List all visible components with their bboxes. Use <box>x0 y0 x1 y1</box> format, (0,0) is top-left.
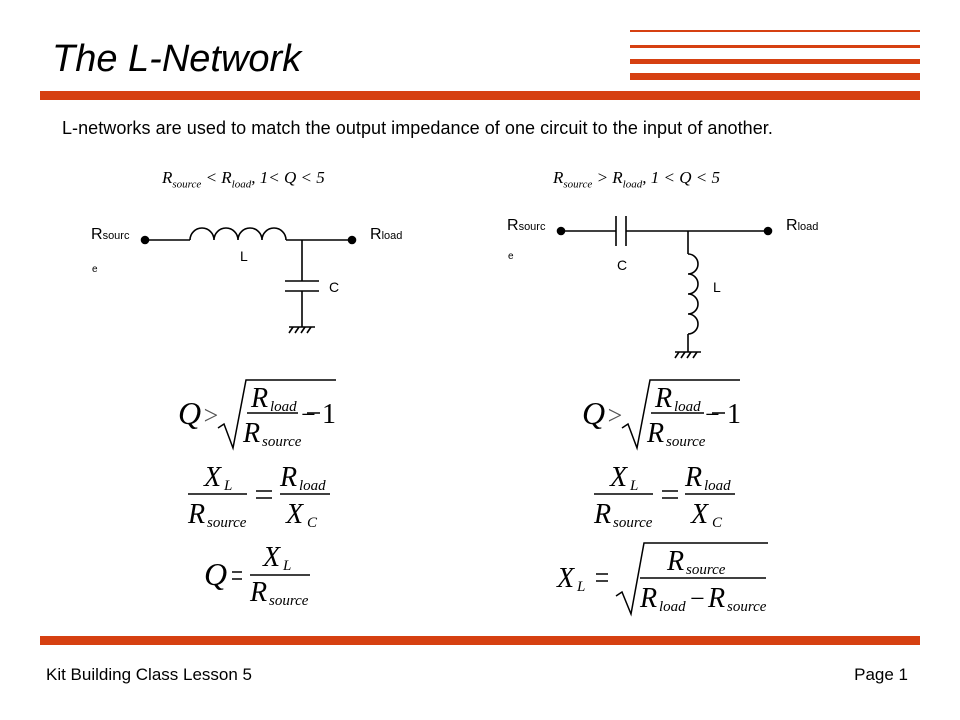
right-inductor <box>687 253 699 335</box>
decor-stripe <box>630 59 920 64</box>
right-eq-ratio <box>594 490 735 499</box>
svg-text:source: source <box>269 593 309 609</box>
right-eq-q-sqrt <box>621 379 740 451</box>
svg-text:e: e <box>508 251 514 262</box>
svg-text:load: load <box>270 399 297 415</box>
svg-text:1: 1 <box>322 399 336 430</box>
svg-text:−: − <box>705 400 720 429</box>
svg-text:X: X <box>609 462 628 493</box>
svg-text:R: R <box>684 462 702 493</box>
decor-stripe <box>630 30 920 32</box>
left-circuit <box>140 227 357 334</box>
right-eq-ratio-text: X L R source R load X C <box>593 462 731 531</box>
left-ground-icon <box>288 326 315 334</box>
svg-text:R: R <box>242 418 260 449</box>
svg-text:L: L <box>629 478 638 494</box>
slide-title: The L-Network <box>52 38 302 80</box>
svg-text:source: source <box>262 434 302 450</box>
footer-lesson: Kit Building Class Lesson 5 <box>46 665 253 684</box>
right-source-label: Rsourc <box>507 217 546 234</box>
footer-page-number: Page 1 <box>854 665 908 684</box>
svg-text:R: R <box>279 462 297 493</box>
footer-rule <box>40 636 920 645</box>
svg-text:−: − <box>301 400 316 429</box>
left-eq-q-def <box>232 571 310 580</box>
svg-text:load: load <box>299 478 326 494</box>
right-condition: Rsource > Rload, 1 < Q < 5 <box>553 168 720 191</box>
svg-text:R: R <box>646 418 664 449</box>
right-ground-icon <box>674 351 701 359</box>
svg-text:>: > <box>202 401 220 430</box>
left-source-label: Rsourc <box>91 226 130 243</box>
svg-text:−: − <box>690 584 705 613</box>
svg-text:X: X <box>262 542 281 573</box>
svg-text:Q: Q <box>582 395 605 431</box>
svg-text:Q: Q <box>178 395 201 431</box>
left-inductor <box>189 227 287 241</box>
right-load-label: Rload <box>786 217 818 234</box>
svg-text:R: R <box>666 546 684 577</box>
left-eq-q-sqrt-text: Q > R load R source 1 <box>178 383 336 450</box>
svg-text:source: source <box>666 434 706 450</box>
svg-text:X: X <box>203 462 222 493</box>
svg-text:e: e <box>92 264 98 275</box>
svg-text:source: source <box>686 562 726 578</box>
svg-text:R: R <box>187 499 205 530</box>
svg-text:R: R <box>707 583 725 614</box>
decor-stripe <box>630 73 920 80</box>
left-load-terminal <box>347 235 357 245</box>
left-eq-q-sqrt <box>217 379 336 451</box>
svg-text:R: R <box>639 583 657 614</box>
svg-text:load: load <box>704 478 731 494</box>
svg-text:source: source <box>613 515 653 531</box>
svg-text:L: L <box>282 558 291 574</box>
right-eq-xl <box>596 542 768 617</box>
left-capacitor-label: C <box>329 279 339 295</box>
right-capacitor-label: C <box>617 257 627 273</box>
svg-text:R: R <box>249 577 267 608</box>
svg-text:L: L <box>576 579 585 595</box>
svg-text:X: X <box>690 499 709 530</box>
svg-text:Q: Q <box>204 556 227 592</box>
svg-text:R: R <box>593 499 611 530</box>
right-inductor-label: L <box>713 279 721 295</box>
svg-text:load: load <box>674 399 701 415</box>
svg-text:>: > <box>606 401 624 430</box>
right-eq-xl-text: X L R source R load − R source <box>556 546 767 615</box>
right-eq-q-sqrt-text: Q > R load R source 1 <box>582 383 741 450</box>
svg-text:1: 1 <box>727 399 741 430</box>
header-rule <box>40 91 920 100</box>
svg-text:source: source <box>207 515 247 531</box>
svg-text:C: C <box>307 515 318 531</box>
right-load-terminal <box>763 226 773 236</box>
decor-stripe <box>630 45 920 48</box>
intro-text: L-networks are used to match the output … <box>62 118 773 138</box>
left-inductor-label: L <box>240 248 248 264</box>
left-eq-ratio-text: X L R source R load X C <box>187 462 326 531</box>
right-circuit <box>556 216 773 359</box>
svg-text:L: L <box>223 478 232 494</box>
svg-text:R: R <box>654 383 672 414</box>
svg-text:R: R <box>250 383 268 414</box>
left-condition: Rsource < Rload, 1< Q < 5 <box>162 168 325 191</box>
left-eq-ratio <box>188 490 330 499</box>
svg-text:load: load <box>659 599 686 615</box>
svg-text:source: source <box>727 599 767 615</box>
left-eq-q-def-text: Q X L R source <box>204 542 309 609</box>
left-load-label: Rload <box>370 226 402 243</box>
svg-text:C: C <box>712 515 723 531</box>
svg-text:X: X <box>556 563 575 594</box>
svg-text:X: X <box>285 499 304 530</box>
